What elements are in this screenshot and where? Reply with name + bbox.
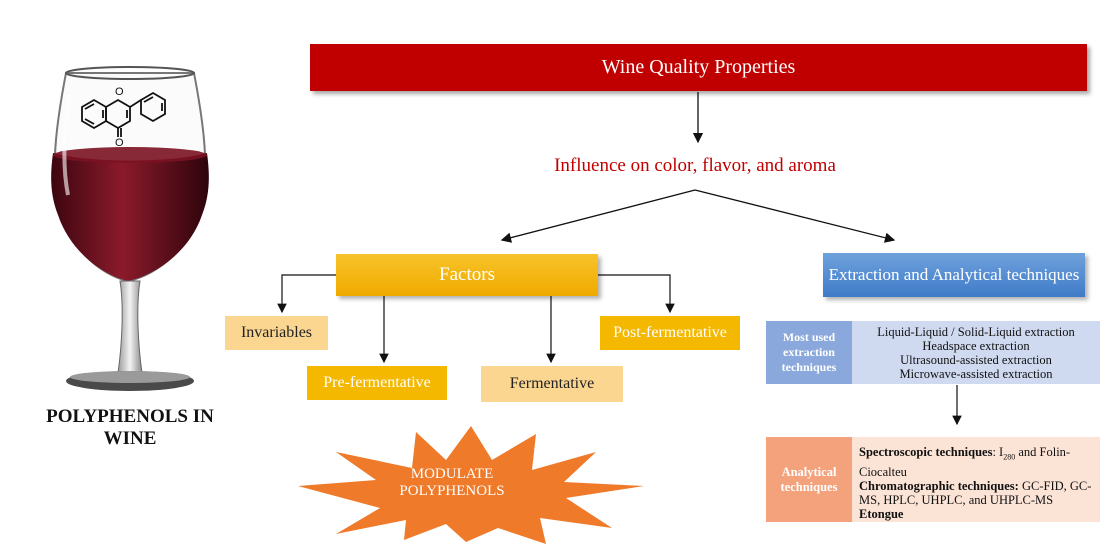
analytical-spectroscopic: Spectroscopic techniques: I280 and Folin… <box>859 445 1071 479</box>
factor-prefermentative: Pre-fermentative <box>307 366 447 400</box>
analytical-etongue: Etongue <box>859 506 904 521</box>
flavone-molecule <box>81 91 166 137</box>
influence-text: Influence on color, flavor, and aroma <box>554 155 836 176</box>
polyphenols-label: POLYPHENOLS IN WINE <box>46 406 214 449</box>
extraction-item: Liquid-Liquid / Solid-Liquid extraction <box>877 324 1075 339</box>
arrow-influence-to-extraction <box>694 189 896 243</box>
wine-liquid <box>51 153 209 281</box>
connector-postfermentative <box>598 274 675 314</box>
factor-postfermentative: Post-fermentative <box>600 316 740 350</box>
factors-box: Factors <box>336 254 598 296</box>
wine-quality-title-box: Wine Quality Properties <box>310 44 1087 91</box>
extraction-item: Headspace extraction <box>922 338 1030 353</box>
factor-invariables: Invariables <box>225 316 328 350</box>
modulate-starburst <box>298 426 644 544</box>
molecule-oxygen-carbonyl: O <box>115 137 124 149</box>
analytical-table-header: Analytical techniques <box>766 437 852 522</box>
extraction-table-list: Liquid-Liquid / Solid-Liquid extraction … <box>852 321 1100 384</box>
factor-fermentative: Fermentative <box>481 366 623 402</box>
arrow-influence-to-factors <box>500 189 696 243</box>
molecule-oxygen-ring: O <box>115 86 124 98</box>
wine-glass-image: O O <box>51 66 209 391</box>
analytical-table-list: Spectroscopic techniques: I280 and Folin… <box>852 437 1100 522</box>
extraction-item: Microwave-assisted extraction <box>899 366 1053 381</box>
glass-stem <box>117 280 143 374</box>
modulate-text: MODULATE POLYPHENOLS <box>399 466 505 499</box>
extraction-analytical-box: Extraction and Analytical techniques <box>823 253 1085 297</box>
analytical-chromatographic: Chromatographic techniques: GC-FID, GC-M… <box>859 478 1092 507</box>
connector-invariables <box>277 274 336 314</box>
extraction-item: Ultrasound-assisted extraction <box>900 352 1052 367</box>
extraction-table-header: Most used extraction techniques <box>766 321 852 384</box>
